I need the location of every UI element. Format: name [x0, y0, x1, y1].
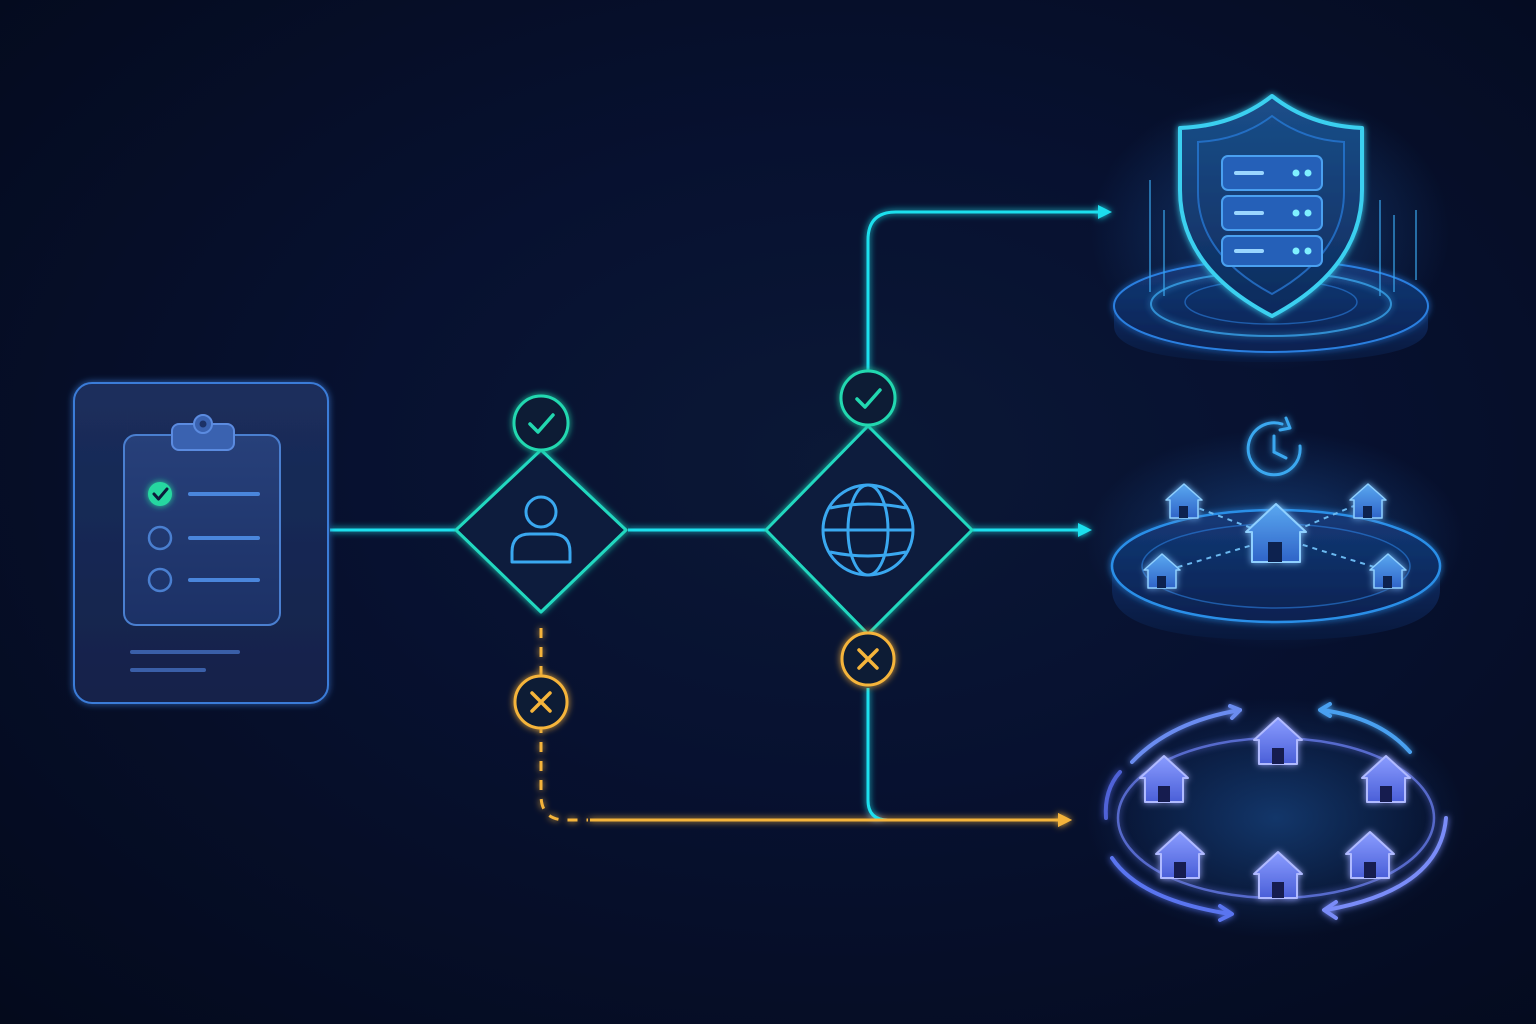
user-icon — [510, 495, 572, 564]
globe-rejected-badge — [840, 631, 896, 687]
check-icon — [839, 369, 897, 427]
empty-circle-icon — [147, 567, 173, 593]
light-beams — [1149, 180, 1417, 296]
destination-top[interactable] — [1090, 90, 1450, 370]
connectors — [330, 205, 1112, 827]
flow-globe-to-top — [866, 205, 1112, 372]
user-approved-badge — [512, 394, 570, 452]
globe-approved-badge — [839, 369, 897, 427]
home-icon — [1143, 553, 1181, 589]
home-icon — [1139, 755, 1189, 803]
home-icon — [1345, 831, 1395, 879]
empty-circle-icon — [147, 525, 173, 551]
home-icon — [1361, 755, 1411, 803]
checklist-item-3 — [147, 567, 260, 593]
network-pedestal — [1110, 508, 1442, 640]
source-card[interactable] — [73, 382, 329, 704]
check-circle-icon — [148, 482, 172, 506]
home-icon — [1369, 553, 1407, 589]
rotation-arrows — [1103, 702, 1448, 922]
flow-globe-to-bottom — [866, 688, 1072, 827]
globe-icon — [821, 483, 915, 577]
home-icon — [1165, 483, 1203, 519]
home-icon — [1155, 831, 1205, 879]
user-rejected-badge — [513, 674, 569, 730]
home-icon-center — [1245, 503, 1307, 563]
home-icon — [1349, 483, 1387, 519]
server-icon — [1221, 155, 1323, 267]
home-icon — [1253, 717, 1303, 765]
checklist-item-1 — [148, 482, 260, 506]
home-icon — [1253, 851, 1303, 899]
checklist-item-2 — [147, 525, 260, 551]
destination-bottom[interactable] — [1086, 698, 1466, 938]
clipboard-checklist-icon — [123, 414, 281, 626]
destination-middle[interactable] — [1085, 416, 1465, 650]
user-decision-node[interactable] — [454, 448, 628, 614]
clock-sync-icon — [1246, 416, 1302, 477]
globe-decision-node[interactable] — [764, 424, 974, 636]
check-icon — [512, 394, 570, 452]
